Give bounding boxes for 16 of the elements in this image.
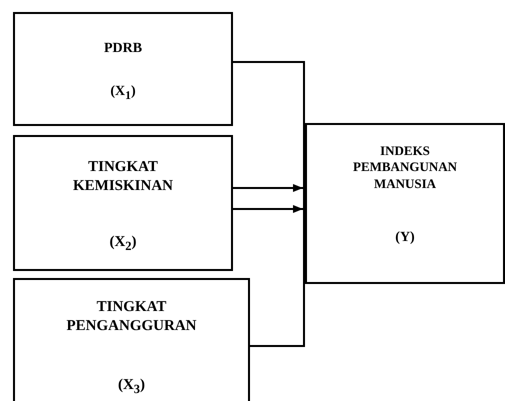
variable-box bbox=[13, 12, 233, 126]
variable-name: TINGKAT KEMISKINAN bbox=[72, 158, 174, 196]
outcome-box bbox=[305, 123, 505, 284]
connector-line bbox=[250, 284, 305, 347]
variable-box bbox=[13, 135, 233, 271]
connector-line bbox=[233, 61, 305, 123]
variable-name: TINGKAT PENGANGGURAN bbox=[66, 298, 198, 336]
arrow bbox=[233, 205, 303, 213]
variable-box bbox=[13, 278, 250, 401]
variable-name: INDEKS PEMBANGUNAN MANUSIA bbox=[352, 143, 458, 192]
variable-symbol: (Y) bbox=[394, 229, 416, 246]
variable-symbol: (X$_{3}$) bbox=[116, 376, 146, 398]
variable-symbol: (X$_{2}$) bbox=[108, 233, 138, 255]
arrow bbox=[233, 184, 303, 192]
variable-name: PDRB bbox=[102, 40, 144, 58]
variable-symbol: (X$_{1}$) bbox=[109, 83, 137, 104]
